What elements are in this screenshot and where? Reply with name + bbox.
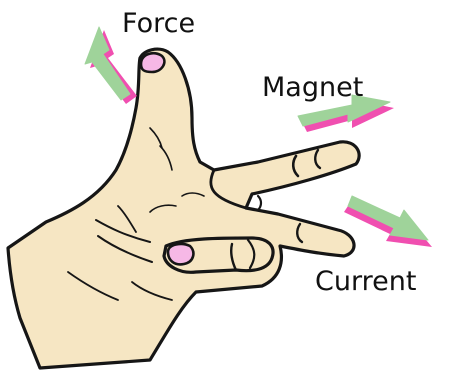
magnet-label: Magnet — [262, 72, 363, 103]
force-label: Force — [122, 8, 195, 39]
arrow-down-right-icon — [344, 196, 432, 247]
thumb-nail — [141, 53, 164, 72]
finger-nail — [168, 244, 193, 264]
current-label: Current — [315, 266, 416, 297]
